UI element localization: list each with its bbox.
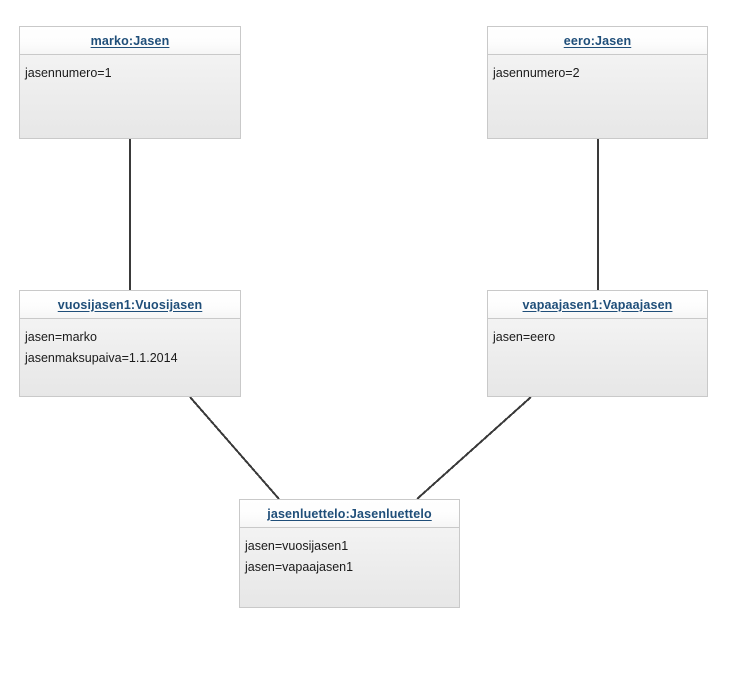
uml-object-header-vuosijasen1: vuosijasen1:Vuosijasen (20, 291, 240, 319)
uml-object-attributes-vapaajasen1: jasen=eero (488, 319, 707, 396)
uml-attribute-jasenluettelo-1: jasen=vapaajasen1 (245, 560, 354, 574)
uml-object-eero[interactable]: eero:Jasen jasennumero=2 (487, 26, 708, 139)
uml-object-header-marko: marko:Jasen (20, 27, 240, 55)
uml-object-title-vuosijasen1: vuosijasen1:Vuosijasen (57, 297, 203, 312)
uml-object-attributes-eero: jasennumero=2 (488, 55, 707, 138)
uml-attribute-vapaajasen1-0: jasen=eero (493, 330, 556, 344)
uml-object-jasenluettelo[interactable]: jasenluettelo:Jasenluettelo jasen=vuosij… (239, 499, 460, 608)
uml-attribute-marko-0: jasennumero=1 (25, 66, 112, 80)
uml-object-vapaajasen1[interactable]: vapaajasen1:Vapaajasen jasen=eero (487, 290, 708, 397)
uml-attribute-eero-0: jasennumero=2 (493, 66, 580, 80)
uml-object-marko[interactable]: marko:Jasen jasennumero=1 (19, 26, 241, 139)
uml-attribute-jasenluettelo-0: jasen=vuosijasen1 (245, 539, 349, 553)
uml-object-title-vapaajasen1: vapaajasen1:Vapaajasen (522, 297, 673, 312)
uml-object-attributes-marko: jasennumero=1 (20, 55, 240, 138)
uml-object-header-eero: eero:Jasen (488, 27, 707, 55)
uml-object-vuosijasen1[interactable]: vuosijasen1:Vuosijasen jasen=marko jasenm… (19, 290, 241, 397)
uml-object-header-vapaajasen1: vapaajasen1:Vapaajasen (488, 291, 707, 319)
link-vuosijasen1-jasenluettelo (189, 396, 280, 500)
uml-object-title-jasenluettelo: jasenluettelo:Jasenluettelo (267, 506, 432, 521)
uml-object-attributes-vuosijasen1: jasen=marko jasenmaksupaiva=1.1.2014 (20, 319, 240, 396)
uml-attribute-vuosijasen1-1: jasenmaksupaiva=1.1.2014 (25, 351, 178, 365)
uml-object-title-eero: eero:Jasen (563, 33, 632, 48)
uml-object-header-jasenluettelo: jasenluettelo:Jasenluettelo (240, 500, 459, 528)
uml-attribute-vuosijasen1-0: jasen=marko (25, 330, 97, 344)
uml-object-attributes-jasenluettelo: jasen=vuosijasen1 jasen=vapaajasen1 (240, 528, 459, 607)
uml-object-title-marko: marko:Jasen (90, 33, 170, 48)
link-vapaajasen1-jasenluettelo (416, 396, 532, 500)
